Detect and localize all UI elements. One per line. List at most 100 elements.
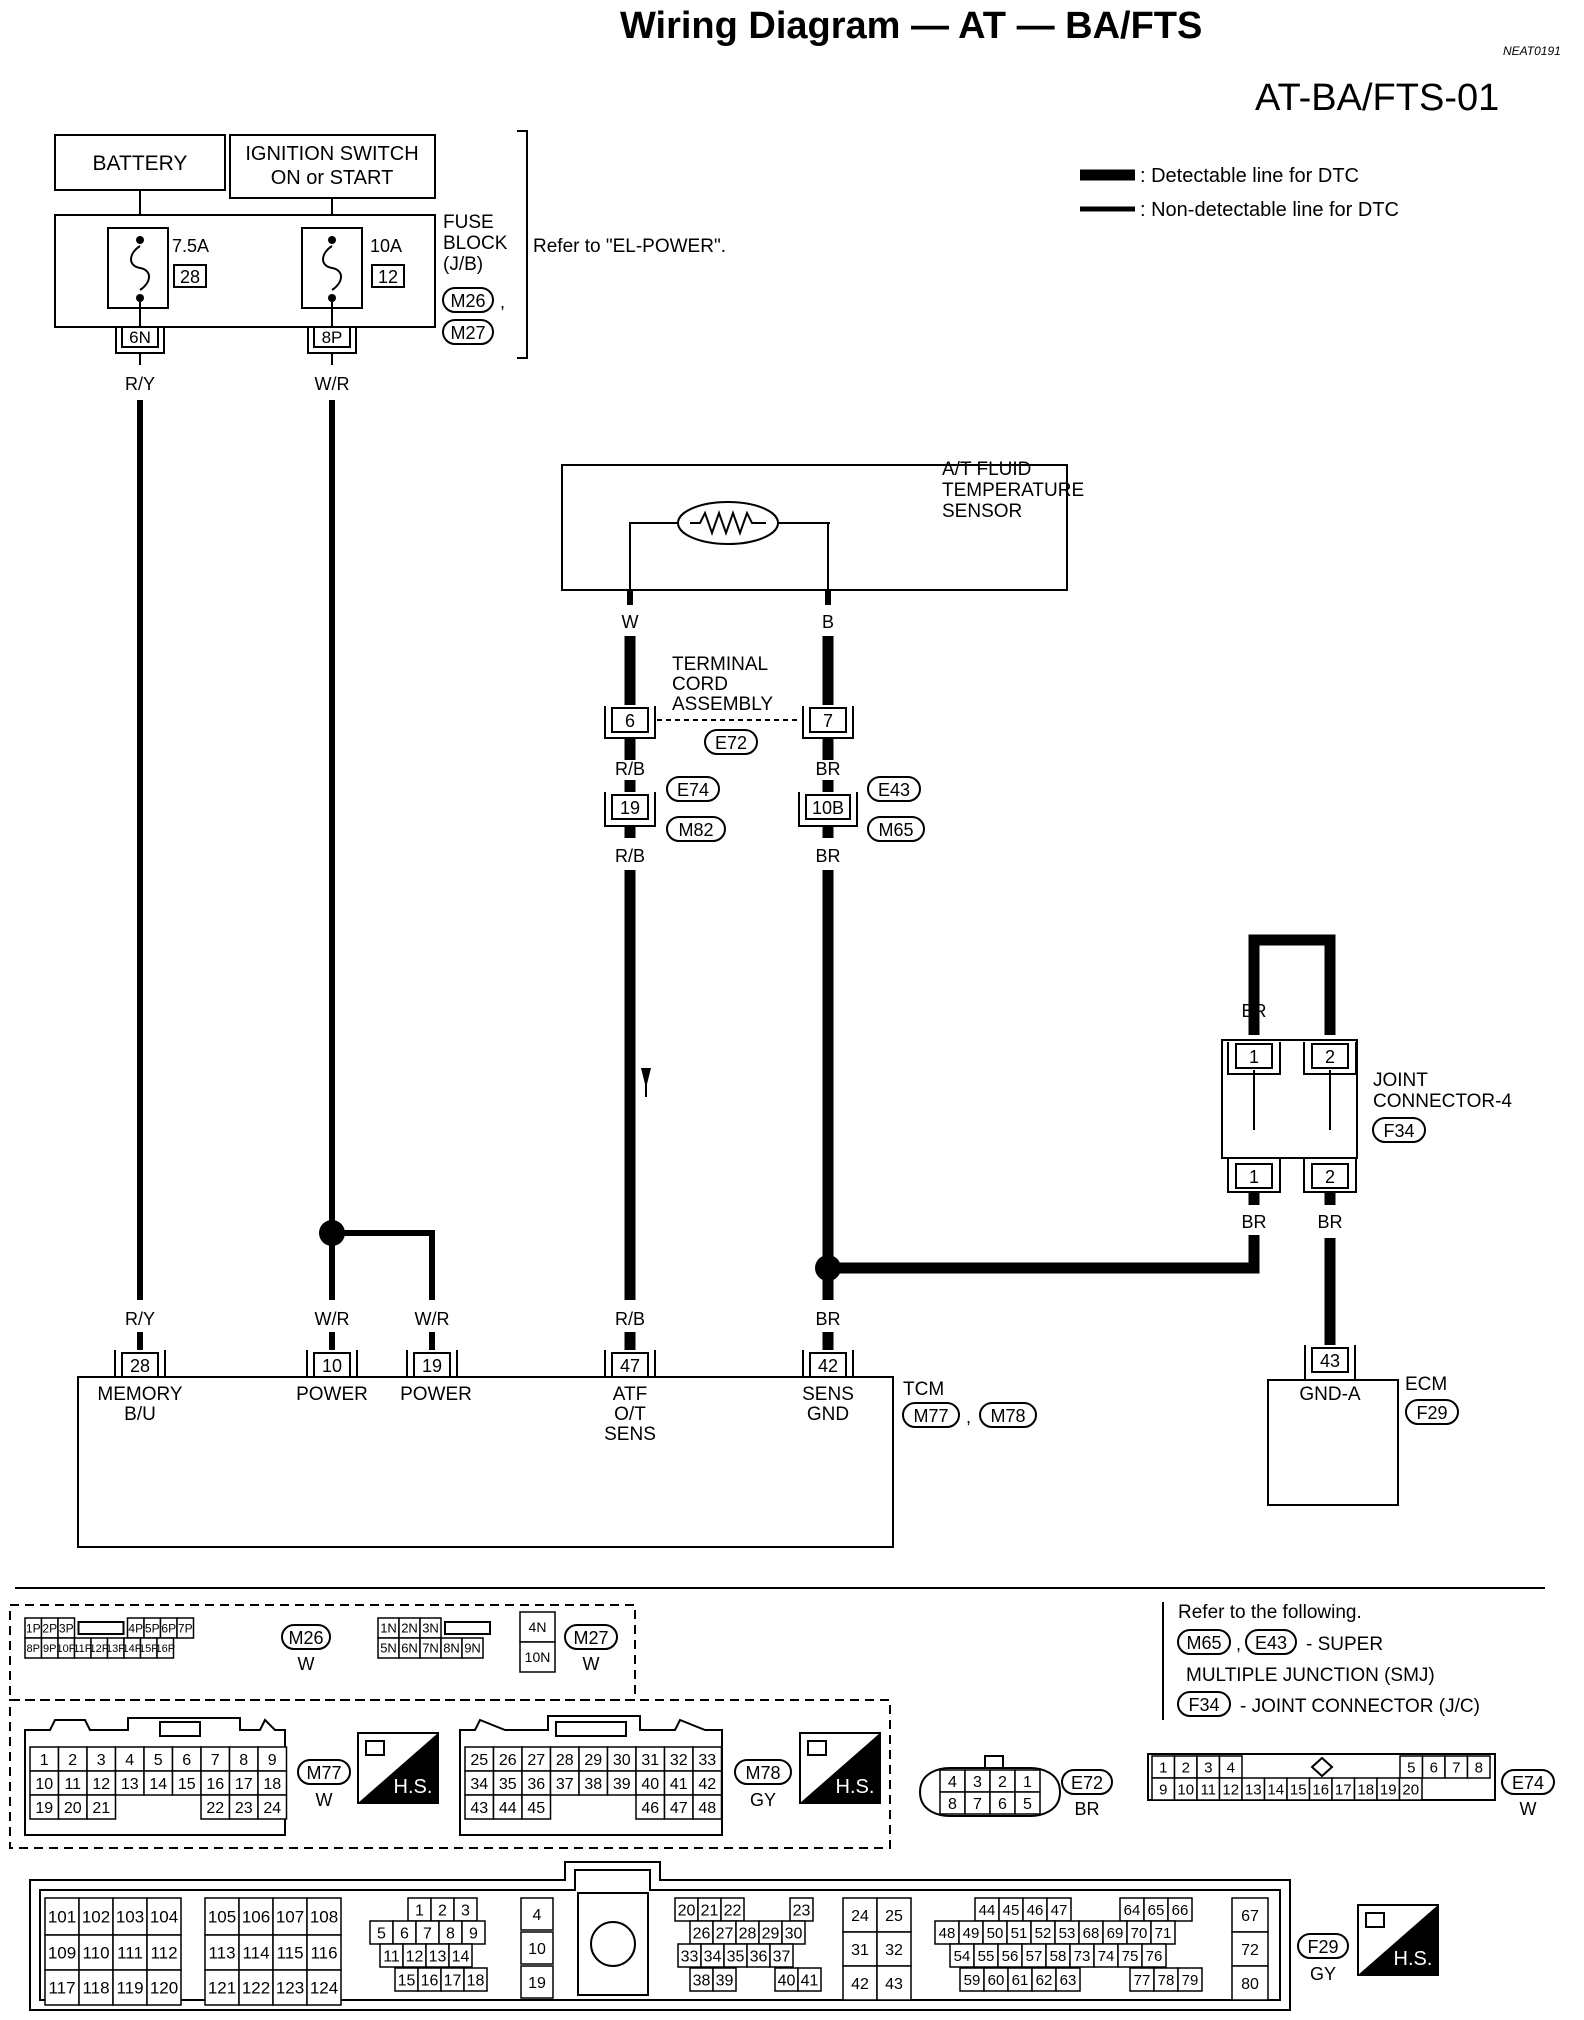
- e74-pin: 16: [1312, 1781, 1329, 1798]
- e72-pin: 2: [998, 1774, 1007, 1791]
- svg-text:,: ,: [500, 292, 505, 312]
- f29-pin: 107: [276, 1908, 304, 1927]
- e74-pin: 5: [1407, 1759, 1415, 1776]
- f29-pin: 58: [1050, 1948, 1067, 1965]
- f29-pin: 118: [82, 1979, 109, 1998]
- f29-pin: 68: [1083, 1925, 1100, 1942]
- m26-pin: 6P: [161, 1621, 176, 1635]
- f29-pin: 42: [851, 1976, 869, 1993]
- f29-pin: 29: [762, 1925, 780, 1942]
- f29-pin: 103: [116, 1908, 144, 1927]
- f29-pin: 33: [681, 1948, 699, 1965]
- m78-pin: 26: [499, 1752, 517, 1769]
- m26-pin: 3P: [59, 1621, 74, 1635]
- f29-pin: 63: [1060, 1972, 1077, 1989]
- m77-pin: 20: [64, 1800, 82, 1817]
- m78-pin: 46: [641, 1800, 659, 1817]
- refer-jc: - JOINT CONNECTOR (J/C): [1240, 1696, 1480, 1717]
- f29-pin: 109: [48, 1944, 76, 1963]
- ignition-label-1: IGNITION SWITCH: [245, 143, 418, 165]
- e74-pin: 20: [1402, 1781, 1419, 1798]
- atf-sensor-box: [561, 464, 1068, 591]
- m77-pin: 24: [263, 1800, 281, 1817]
- f29-pin: 108: [310, 1908, 338, 1927]
- m77-pin: 17: [235, 1776, 253, 1793]
- pin-6n: 6N: [129, 328, 151, 347]
- f29-pin: 12: [406, 1948, 424, 1965]
- m26-id: M26: [288, 1628, 323, 1648]
- f29-pin: 11: [383, 1948, 400, 1965]
- m78-pin: 36: [527, 1776, 545, 1793]
- ecm-box: [1267, 1379, 1399, 1506]
- refer-f34: F34: [1188, 1695, 1219, 1715]
- m26-pin: 13P: [106, 1643, 126, 1655]
- jc-br-bottom-left: BR: [1241, 1212, 1266, 1232]
- refer-e43: E43: [1255, 1633, 1287, 1653]
- ignition-switch-box: [229, 134, 436, 199]
- f29-pin: 13: [429, 1948, 447, 1965]
- f29-pin: 49: [963, 1925, 980, 1942]
- e72-pin: 4: [948, 1774, 957, 1791]
- f29-pin: 6: [400, 1925, 409, 1942]
- f29-pin: 64: [1124, 1902, 1141, 1919]
- m27-pin: 3N: [422, 1621, 439, 1636]
- conn-m65-ref: M65: [878, 820, 913, 840]
- f29-pin: 39: [716, 1972, 734, 1989]
- e74-pin: 2: [1182, 1759, 1190, 1776]
- battery-box: [54, 134, 226, 191]
- m27-pin: 10N: [525, 1649, 551, 1665]
- m77-pin: 15: [178, 1776, 196, 1793]
- e72-pin: 7: [973, 1796, 982, 1813]
- f29-pin: 45: [1003, 1902, 1020, 1919]
- m26-pin: 7P: [178, 1621, 193, 1635]
- f29-pin: 47: [1051, 1902, 1068, 1919]
- f29-pin: 77: [1134, 1972, 1151, 1989]
- m77-pin: 8: [239, 1752, 248, 1769]
- pin-19-junction: 19: [620, 798, 640, 818]
- legend: : Detectable line for DTC : Non-detectab…: [1080, 165, 1399, 221]
- tca-label-2: CORD: [672, 674, 728, 695]
- f29-pin: 27: [716, 1925, 734, 1942]
- f29-pin: 76: [1146, 1948, 1163, 1965]
- m77-pin: 4: [125, 1752, 134, 1769]
- wire-rb-2: R/B: [615, 846, 645, 866]
- m27-pin: 8N: [443, 1641, 460, 1656]
- f29-pin: 59: [964, 1972, 981, 1989]
- f29-pin: 51: [1011, 1925, 1028, 1942]
- e72-color: BR: [1074, 1799, 1099, 1819]
- sensor-label-1: A/T FLUID: [942, 459, 1031, 480]
- m27-pin: 5N: [380, 1641, 397, 1656]
- f29-pin: 34: [704, 1948, 722, 1965]
- m77-pin: 12: [92, 1776, 110, 1793]
- e74-pin: 15: [1290, 1781, 1307, 1798]
- f29-color: GY: [1310, 1964, 1336, 1984]
- m78-pin: 33: [698, 1752, 716, 1769]
- e74-pin: 3: [1204, 1759, 1212, 1776]
- e72-pin: 1: [1023, 1774, 1032, 1791]
- f29-pin: 17: [444, 1972, 462, 1989]
- e74-pin: 9: [1159, 1781, 1167, 1798]
- m26-pin: 1P: [26, 1621, 41, 1635]
- m26-pin: 12P: [89, 1643, 109, 1655]
- pin-6: 6: [625, 711, 635, 731]
- f29-pin: 43: [885, 1976, 903, 1993]
- m78-pin: 39: [613, 1776, 631, 1793]
- conn-m82-ref: M82: [678, 820, 713, 840]
- jc-br-top: BR: [1241, 1001, 1266, 1021]
- harness-side-icon: H.S.: [357, 1732, 439, 1804]
- jc-br-bottom-right: BR: [1317, 1212, 1342, 1232]
- m78-pin: 25: [470, 1752, 488, 1769]
- f29-pin: 16: [421, 1972, 439, 1989]
- tcm-label: TCM: [903, 1379, 944, 1400]
- f29-pin: 123: [276, 1979, 304, 1998]
- f29-pin: 56: [1002, 1948, 1019, 1965]
- e74-pin: 19: [1380, 1781, 1397, 1798]
- tcm-label-power-2: POWER: [400, 1384, 472, 1405]
- wire-wr-top: W/R: [315, 374, 350, 394]
- m78-pin: 31: [641, 1752, 659, 1769]
- ignition-label-2: ON or START: [271, 167, 394, 189]
- e74-pin: 12: [1222, 1781, 1239, 1798]
- f29-pin: 112: [150, 1944, 177, 1963]
- ecm-pin-43: 43: [1320, 1351, 1340, 1371]
